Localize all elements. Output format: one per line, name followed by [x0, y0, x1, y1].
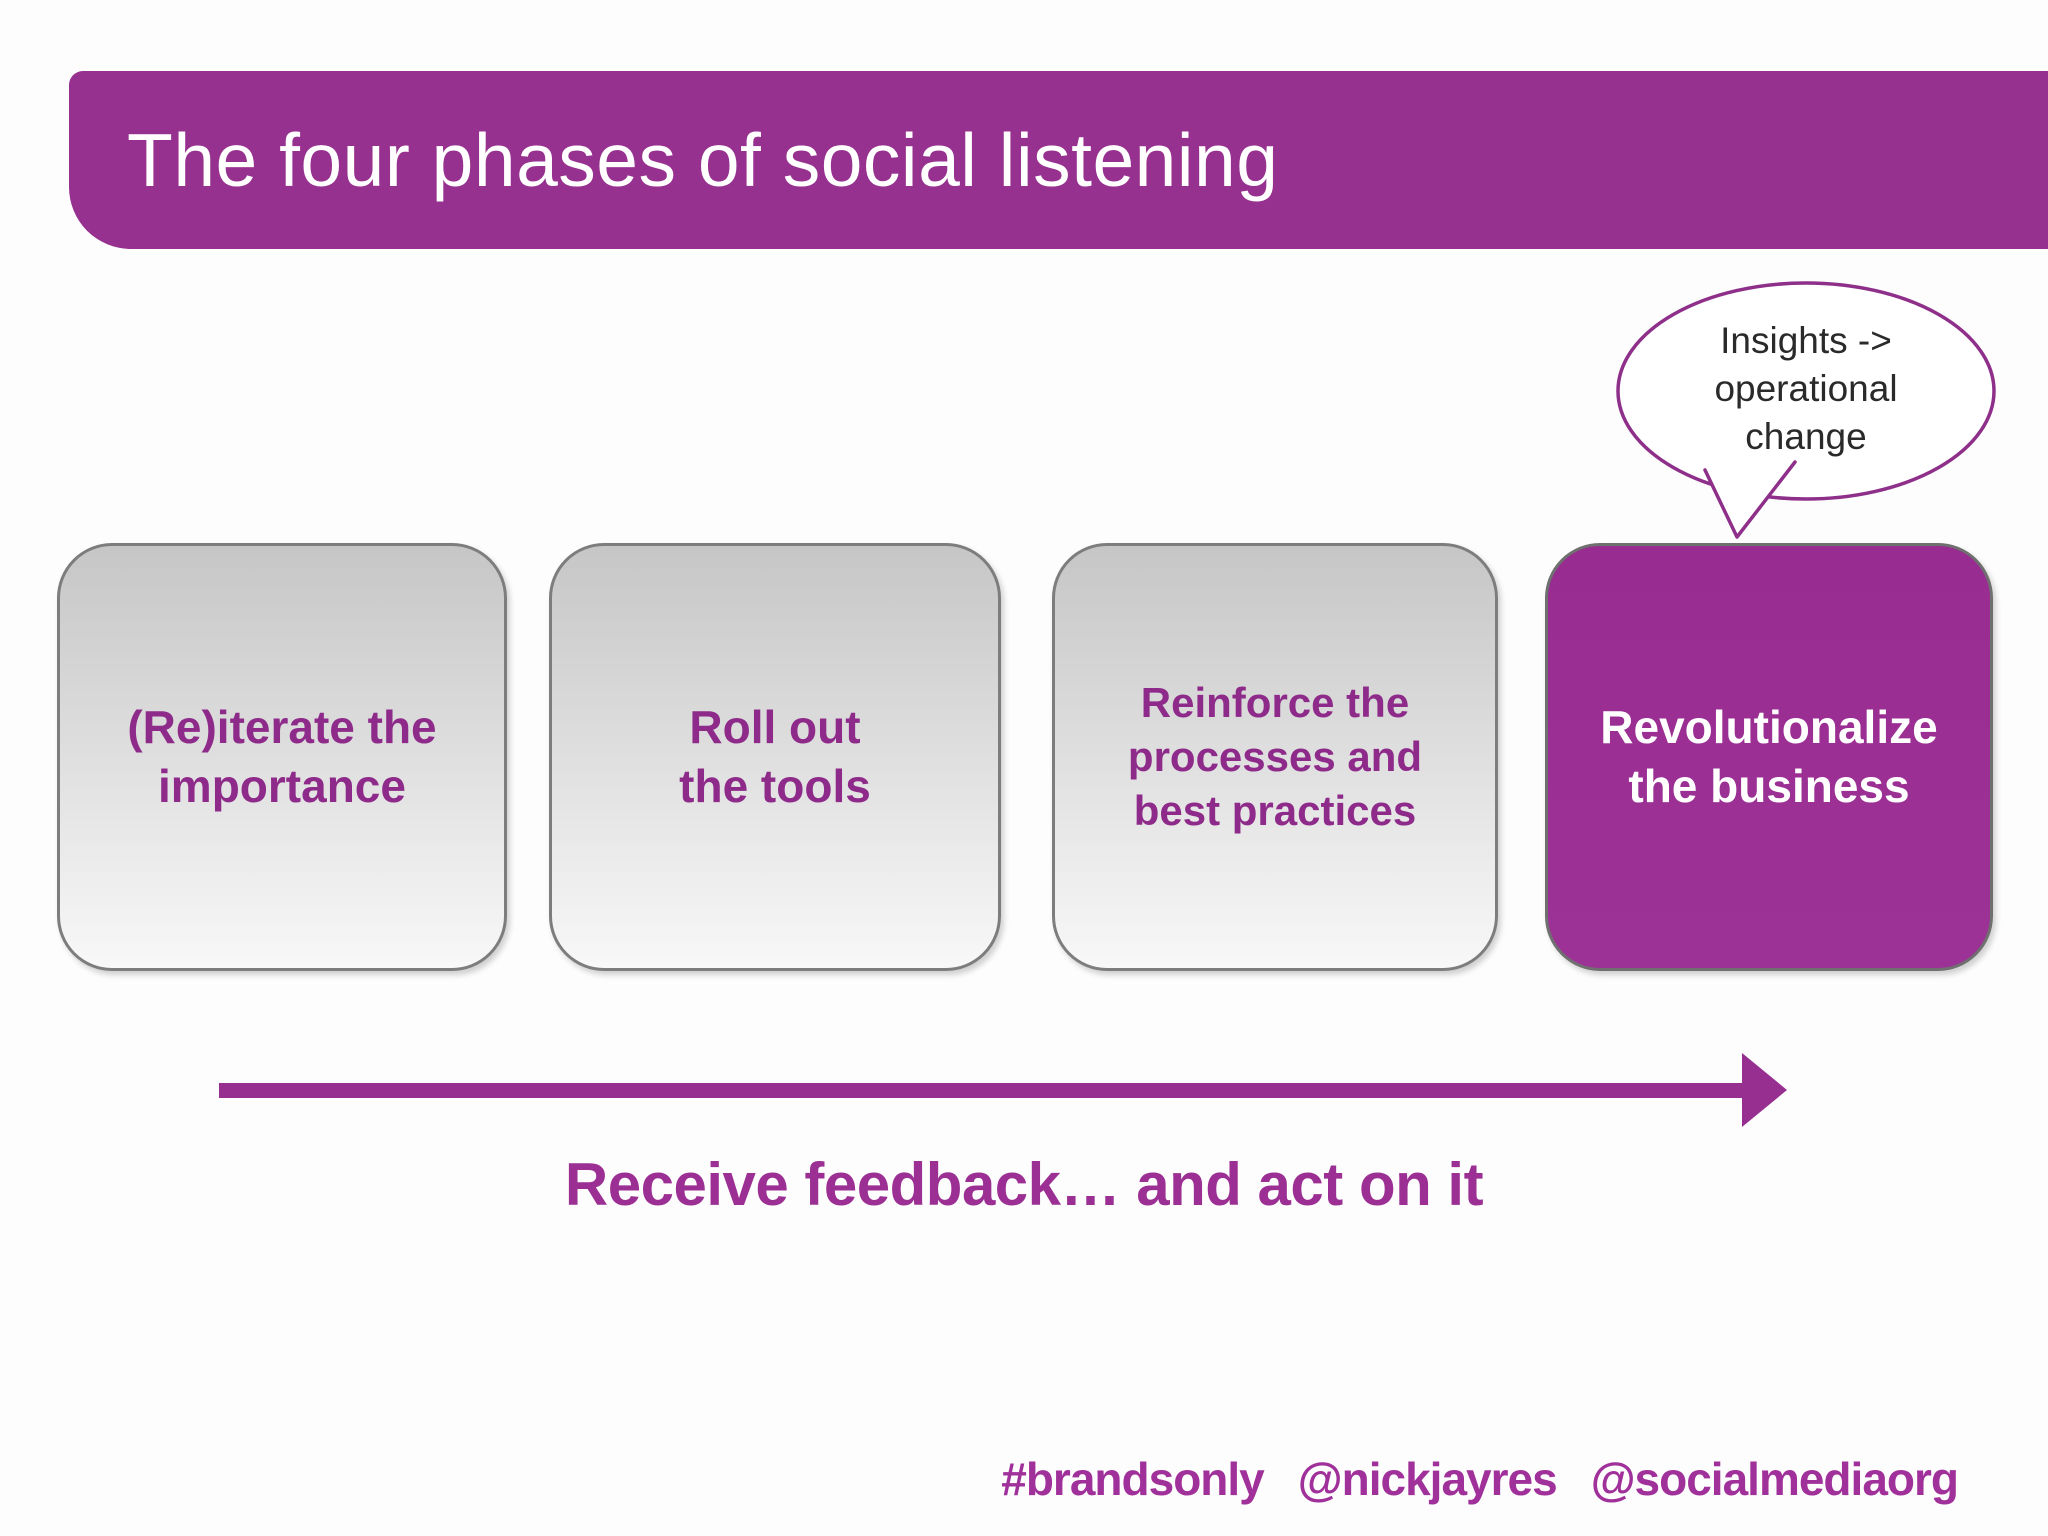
- footer-handle-nickjayres: @nickjayres: [1297, 1453, 1558, 1505]
- phase-label-2: Roll out the tools: [679, 701, 871, 812]
- phase-label-4: Revolutionalize the business: [1600, 701, 1938, 812]
- arrow-caption: Receive feedback… and act on it: [564, 1151, 1484, 1218]
- phase-label-1: (Re)iterate the importance: [127, 701, 437, 812]
- page-title: The four phases of social listening: [127, 118, 1279, 202]
- phase-label-3: Reinforce the processes and best practic…: [1127, 679, 1423, 834]
- speech-bubble-tail: [1703, 460, 1797, 539]
- footer-handle-socialmediaorg: @socialmediaorg: [1590, 1453, 1959, 1505]
- timeline-arrow-line: [219, 1083, 1742, 1098]
- phase-box-1: (Re)iterate the importance: [57, 543, 507, 971]
- speech-bubble-ellipse: [1616, 281, 1996, 501]
- footer-hashtag-brandsonly: #brandsonly: [1001, 1453, 1265, 1505]
- phase-box-2: Roll out the tools: [549, 543, 1001, 971]
- phase-box-3: Reinforce the processes and best practic…: [1052, 543, 1498, 971]
- footer: #brandsonly @nickjayres @socialmediaorg: [1001, 1452, 1959, 1506]
- phase-box-4-highlighted: Revolutionalize the business: [1545, 543, 1993, 971]
- speech-bubble: [1616, 281, 1996, 539]
- title-banner: The four phases of social listening: [69, 71, 2048, 249]
- speech-bubble-text: Insights -> operational change: [1714, 320, 1898, 457]
- timeline-arrow-head: [1742, 1053, 1787, 1127]
